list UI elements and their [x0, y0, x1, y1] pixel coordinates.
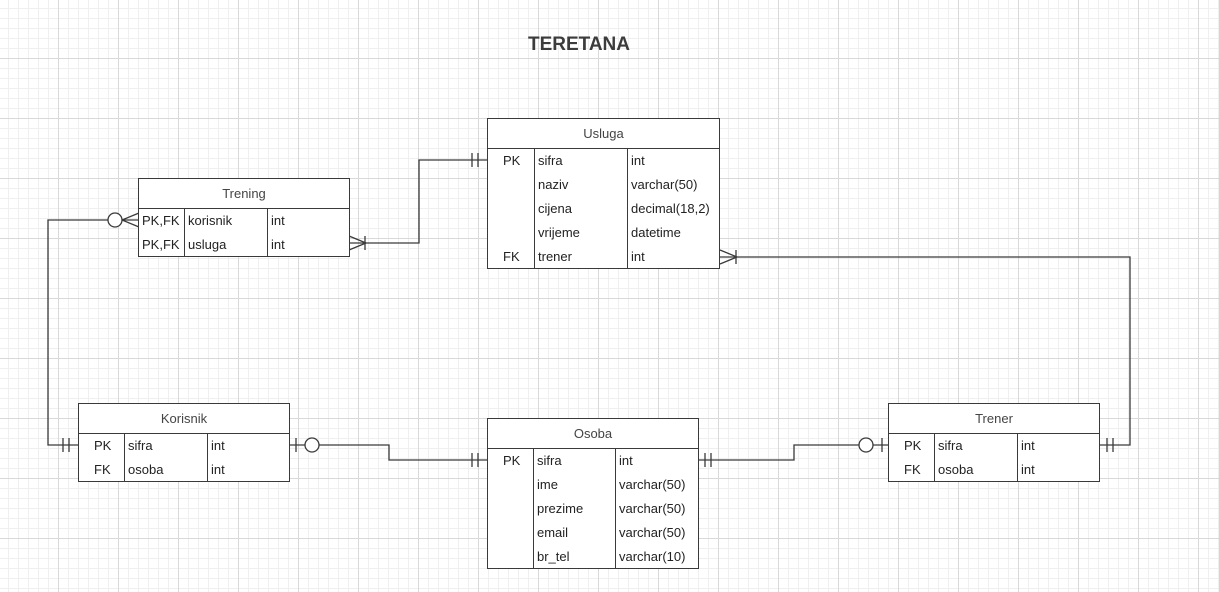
table-row[interactable]: naziv varchar(50) — [488, 173, 719, 197]
field-name: ime — [537, 477, 558, 492]
field-type: int — [211, 462, 225, 477]
key-cell: PK — [503, 153, 521, 168]
field-type: varchar(10) — [619, 549, 686, 564]
field-type: int — [631, 249, 645, 264]
entity-title: Trening — [139, 179, 349, 209]
rel-usluga-trener[interactable] — [719, 249, 1131, 452]
table-row[interactable]: FK osoba int — [79, 458, 289, 482]
field-name: prezime — [537, 501, 584, 516]
table-row[interactable]: PK,FK korisnik int — [139, 209, 349, 233]
field-name: sifra — [128, 438, 153, 453]
rel-trening-usluga[interactable] — [348, 153, 488, 251]
field-name: email — [537, 525, 569, 540]
field-name: cijena — [538, 201, 572, 216]
table-row[interactable]: email varchar(50) — [488, 521, 698, 545]
entity-trening[interactable]: Trening PK,FK korisnik int PK,FK usluga … — [138, 178, 350, 257]
table-row[interactable]: vrijeme datetime — [488, 221, 719, 245]
field-name: osoba — [128, 462, 164, 477]
table-row[interactable]: PK,FK usluga int — [139, 233, 349, 257]
field-name: usluga — [188, 237, 227, 252]
field-type: decimal(18,2) — [631, 201, 710, 216]
rel-trening-korisnik[interactable] — [47, 212, 140, 452]
key-cell: FK — [904, 462, 921, 477]
field-type: int — [619, 453, 633, 468]
key-cell: PK — [904, 438, 922, 453]
field-name: sifra — [938, 438, 963, 453]
entity-osoba[interactable]: Osoba PK sifra int ime varchar(50) prezi… — [487, 418, 699, 569]
field-name: osoba — [938, 462, 974, 477]
field-type: datetime — [631, 225, 681, 240]
rel-osoba-trener[interactable] — [698, 437, 889, 467]
field-name: korisnik — [188, 213, 233, 228]
field-name: trener — [538, 249, 572, 264]
field-type: int — [271, 237, 285, 252]
key-cell: PK — [94, 438, 112, 453]
field-type: varchar(50) — [619, 501, 686, 516]
table-row[interactable]: FK osoba int — [889, 458, 1099, 482]
table-row[interactable]: FK trener int — [488, 245, 719, 269]
table-row[interactable]: PK sifra int — [488, 449, 698, 473]
table-row[interactable]: prezime varchar(50) — [488, 497, 698, 521]
field-name: vrijeme — [538, 225, 580, 240]
entity-title: Osoba — [488, 419, 698, 449]
entity-title: Korisnik — [79, 404, 289, 434]
diagram-title: TERETANA — [527, 34, 631, 55]
table-row[interactable]: cijena decimal(18,2) — [488, 197, 719, 221]
key-cell: PK,FK — [142, 213, 180, 228]
field-type: varchar(50) — [619, 525, 686, 540]
field-name: sifra — [537, 453, 562, 468]
table-row[interactable]: PK sifra int — [488, 149, 719, 173]
field-type: int — [1021, 438, 1035, 453]
key-cell: PK,FK — [142, 237, 180, 252]
table-row[interactable]: ime varchar(50) — [488, 473, 698, 497]
entity-usluga[interactable]: Usluga PK sifra int naziv varchar(50) ci… — [487, 118, 720, 269]
field-type: int — [211, 438, 225, 453]
entity-trener[interactable]: Trener PK sifra int FK osoba int — [888, 403, 1100, 482]
table-row[interactable]: PK sifra int — [79, 434, 289, 458]
entity-korisnik[interactable]: Korisnik PK sifra int FK osoba int — [78, 403, 290, 482]
field-name: sifra — [538, 153, 563, 168]
entity-title: Usluga — [488, 119, 719, 149]
rel-korisnik-osoba[interactable] — [289, 437, 488, 467]
entity-title: Trener — [889, 404, 1099, 434]
field-type: varchar(50) — [631, 177, 698, 192]
field-name: br_tel — [537, 549, 570, 564]
key-cell: FK — [94, 462, 111, 477]
field-type: int — [631, 153, 645, 168]
field-type: int — [1021, 462, 1035, 477]
field-name: naziv — [538, 177, 569, 192]
key-cell: FK — [503, 249, 520, 264]
field-type: int — [271, 213, 285, 228]
key-cell: PK — [503, 453, 521, 468]
field-type: varchar(50) — [619, 477, 686, 492]
table-row[interactable]: br_tel varchar(10) — [488, 545, 698, 569]
table-row[interactable]: PK sifra int — [889, 434, 1099, 458]
